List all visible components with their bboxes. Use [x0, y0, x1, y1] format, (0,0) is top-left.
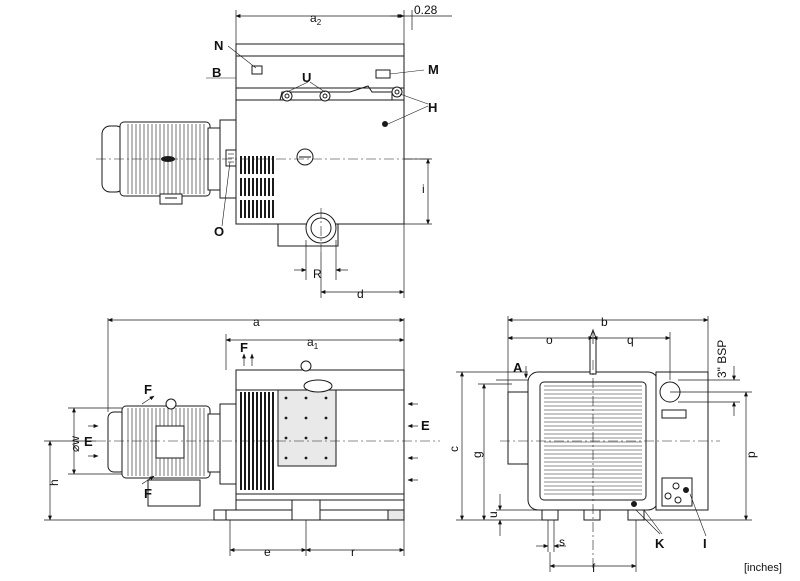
vent-slot — [264, 156, 266, 174]
vent-slot — [268, 156, 270, 174]
end-labels: b o q 3" BSP c g p u s f A K I — [447, 315, 758, 575]
callout-b: B — [212, 65, 221, 80]
vent-slot — [268, 178, 270, 196]
dim-h: h — [47, 479, 61, 486]
vent-slot — [248, 200, 250, 218]
plate-dot — [284, 456, 288, 460]
flow-arrow — [141, 395, 155, 405]
dim-r-side: r — [351, 545, 355, 559]
dim-bsp: 3" BSP — [715, 340, 729, 378]
dim-offset-value: 0.28 — [414, 3, 438, 17]
callout-f-left: F — [144, 382, 152, 397]
vent-slot — [248, 178, 250, 196]
end-dimensions — [456, 316, 752, 572]
dim-r-top: R — [313, 267, 322, 281]
plate-dot — [284, 396, 288, 400]
callout-u: U — [302, 70, 311, 85]
vent-slot — [268, 200, 270, 218]
callout-n: N — [214, 38, 223, 53]
dim-w: ⌀w — [68, 436, 82, 452]
side-labels: a a1 ⌀w h e r F F F E E — [47, 315, 430, 559]
dim-p: p — [744, 451, 758, 458]
top-motor — [101, 119, 237, 205]
vent-slot — [252, 156, 254, 174]
vent-slot — [240, 178, 242, 196]
vent-slot — [272, 178, 274, 196]
vent-slot — [256, 156, 258, 174]
vent-slot — [268, 392, 270, 490]
side-motor — [107, 398, 239, 521]
callout-a: A — [513, 360, 523, 375]
plate-dot — [304, 416, 308, 420]
vent-slot — [244, 200, 246, 218]
callout-o: O — [214, 224, 224, 239]
callout-m: M — [428, 62, 439, 77]
vent-slot — [256, 392, 258, 490]
dim-s: s — [559, 535, 565, 549]
end-body — [500, 328, 720, 570]
vent-slot — [248, 156, 250, 174]
dim-a2: a2 — [310, 11, 322, 27]
flow-arrow — [141, 475, 155, 485]
callout-e-right: E — [421, 418, 430, 433]
dim-f: f — [592, 561, 596, 575]
top-vent-grid — [240, 156, 274, 218]
vent-slot — [260, 156, 262, 174]
top-view: a2 0.28 i R d N B U M H O — [96, 3, 452, 301]
top-dimensions — [206, 10, 452, 298]
dim-c: c — [447, 446, 461, 452]
dim-b: b — [601, 315, 608, 329]
side-pump-body — [96, 360, 440, 521]
plate-dot — [304, 436, 308, 440]
dim-o: o — [546, 333, 553, 347]
plate-dot — [284, 416, 288, 420]
dim-d: d — [357, 287, 364, 301]
vent-slot — [256, 178, 258, 196]
dim-i-top: i — [422, 182, 425, 196]
vent-slot — [240, 200, 242, 218]
side-plate-dots — [284, 396, 328, 460]
side-flow-arrows — [88, 353, 418, 485]
vent-slot — [272, 200, 274, 218]
callout-h: H — [428, 100, 437, 115]
side-view: a a1 ⌀w h e r F F F E E — [44, 315, 440, 559]
callout-f-top: F — [240, 340, 248, 355]
plate-dot — [304, 456, 308, 460]
vent-slot — [240, 156, 242, 174]
callout-i: I — [703, 536, 707, 551]
callout-e-left: E — [84, 434, 93, 449]
vent-slot — [244, 156, 246, 174]
vent-slot — [244, 178, 246, 196]
dim-u: u — [486, 511, 500, 518]
plate-dot — [324, 456, 328, 460]
vent-slot — [256, 200, 258, 218]
plate-dot — [284, 436, 288, 440]
callout-k: K — [655, 536, 665, 551]
vent-slot — [252, 178, 254, 196]
top-pump-body — [96, 43, 432, 252]
vent-slot — [260, 178, 262, 196]
vent-slot — [272, 156, 274, 174]
vent-slot — [264, 178, 266, 196]
vent-slot — [260, 200, 262, 218]
dim-q: q — [627, 333, 634, 347]
dim-a1: a1 — [307, 335, 319, 351]
plate-dot — [324, 416, 328, 420]
top-labels: a2 0.28 i R d N B U M H O — [212, 3, 439, 301]
end-view: b o q 3" BSP c g p u s f A K I — [447, 315, 758, 575]
side-dimensions — [44, 318, 405, 556]
units-note: [inches] — [744, 562, 782, 574]
dim-e: e — [264, 545, 271, 559]
callout-f-bottom: F — [144, 486, 152, 501]
plate-dot — [304, 396, 308, 400]
vent-slot — [252, 200, 254, 218]
dim-g: g — [470, 451, 484, 458]
dim-a: a — [253, 315, 260, 329]
plate-dot — [324, 436, 328, 440]
vent-slot — [264, 200, 266, 218]
plate-dot — [324, 396, 328, 400]
